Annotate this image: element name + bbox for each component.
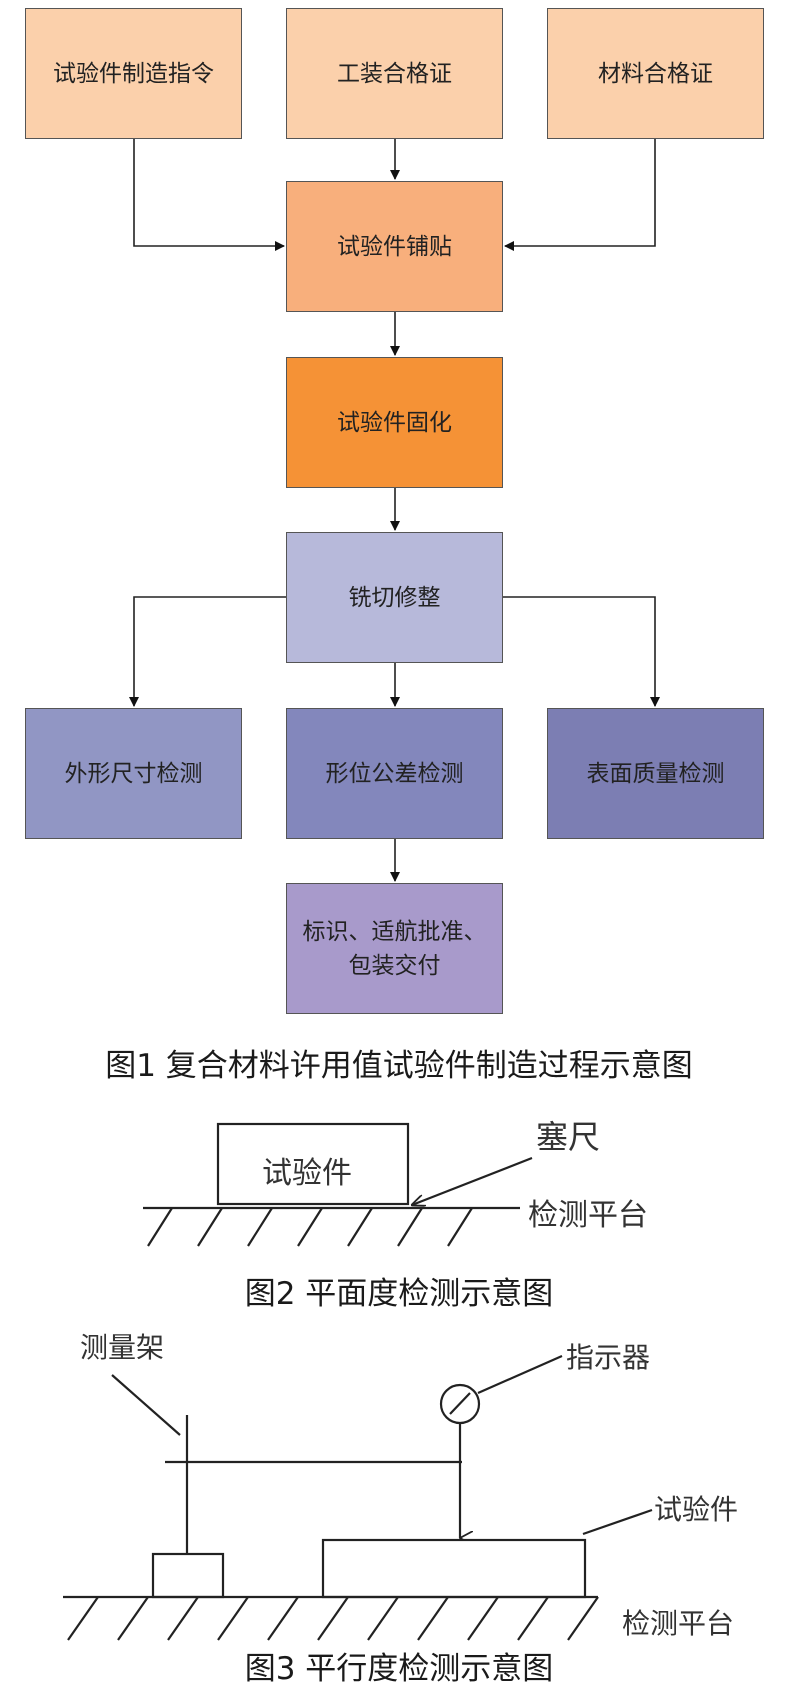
fig3-specimen-leader [582, 1508, 653, 1536]
fig2-feeler-leader [412, 1156, 533, 1205]
step-layup: 试验件铺贴 [286, 181, 503, 312]
fig2-caption: 图2 平面度检测示意图 [244, 1276, 554, 1312]
arrow-directive-to-layup [133, 139, 285, 251]
inspection-surface: 表面质量检测 [547, 708, 764, 839]
fig2-platform-label: 检测平台 [528, 1198, 648, 1233]
step-delivery: 标识、适航批准、 包装交付 [286, 883, 503, 1014]
box-label: 试验件铺贴 [337, 233, 452, 260]
fig3-indicator-needle [449, 1392, 471, 1415]
box-label: 外形尺寸检测 [64, 760, 203, 787]
step-cure: 试验件固化 [286, 357, 503, 488]
fig2-hatching [147, 1207, 473, 1247]
step-milling: 铣切修整 [286, 532, 503, 663]
arrow-mill-to-surface [503, 596, 660, 707]
fig1-connectors [129, 139, 660, 882]
arrow-mill-to-dimension [129, 596, 286, 707]
box-label-line2: 包装交付 [348, 952, 441, 979]
arrow-material-to-layup [504, 139, 656, 251]
box-label: 材料合格证 [598, 60, 713, 87]
fig1-caption: 图1 复合材料许用值试验件制造过程示意图 [105, 1048, 693, 1084]
fig3-indicator-dial [439, 1383, 481, 1425]
box-label: 试验件固化 [337, 409, 452, 436]
fig3-stand-base [151, 1552, 225, 1599]
input-tooling-certificate: 工装合格证 [286, 8, 503, 139]
fig3-caption: 图3 平行度检测示意图 [244, 1651, 554, 1687]
fig3-stand-leader [111, 1374, 181, 1436]
fig3-indicator-label: 指示器 [566, 1341, 651, 1374]
box-label: 铣切修整 [348, 584, 441, 611]
fig3-specimen-label: 试验件 [654, 1493, 739, 1526]
input-manufacturing-directive: 试验件制造指令 [25, 8, 242, 139]
box-label: 试验件制造指令 [53, 60, 214, 87]
fig2-specimen-label: 试验件 [262, 1156, 352, 1191]
input-material-certificate: 材料合格证 [547, 8, 764, 139]
inspection-dimension: 外形尺寸检测 [25, 708, 242, 839]
box-label: 形位公差检测 [325, 760, 464, 787]
fig3-specimen-rect [321, 1538, 587, 1599]
inspection-tolerance: 形位公差检测 [286, 708, 503, 839]
box-label: 工装合格证 [337, 60, 452, 87]
fig3-indicator-leader [477, 1354, 563, 1395]
box-label: 表面质量检测 [586, 760, 725, 787]
fig3-hatching [67, 1596, 599, 1641]
fig3-stand-label: 测量架 [80, 1331, 165, 1364]
fig3-platform-label: 检测平台 [622, 1607, 735, 1640]
fig2-feeler-label: 塞尺 [536, 1118, 601, 1156]
box-label-line1: 标识、适航批准、 [302, 918, 487, 945]
